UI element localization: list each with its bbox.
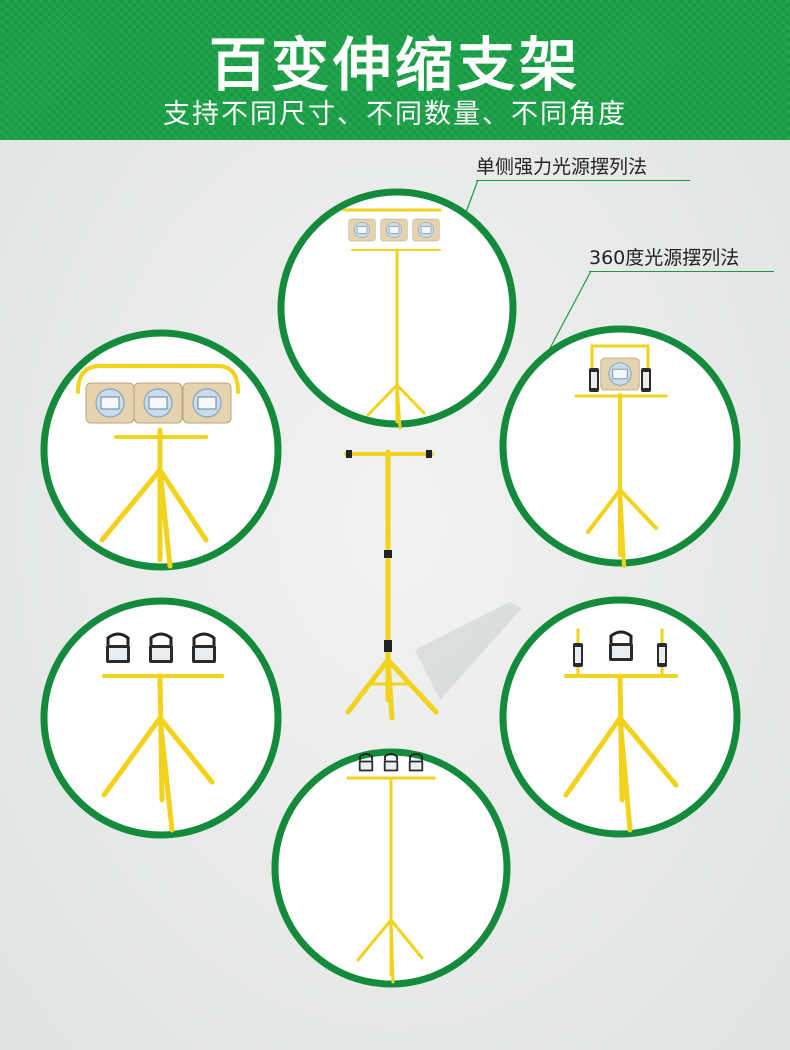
floodlight-stand-right-sides — [499, 596, 741, 838]
callout-three-sixty: 360度光源摆列法 — [589, 247, 740, 269]
floodlight-stand-left-large — [40, 329, 282, 571]
empty-stand-joints — [346, 450, 432, 652]
floodlight-stand-right-360 — [499, 325, 741, 568]
callout-underline-b — [589, 271, 774, 272]
page-subtitle: 支持不同尺寸、不同数量、不同角度 — [163, 99, 627, 130]
empty-tripod-stand — [344, 449, 439, 721]
callout-pointer-a — [464, 179, 479, 216]
header-banner: 百变伸缩支架 支持不同尺寸、不同数量、不同角度 — [0, 0, 790, 140]
callout-underline-a — [476, 180, 690, 181]
floodlight-stand-bottom — [271, 748, 511, 988]
stand-shadow — [415, 602, 522, 700]
floodlight-stand-top — [277, 188, 517, 430]
callout-pointer-b — [547, 270, 592, 353]
callout-single-side: 单侧强力光源摆列法 — [476, 156, 648, 178]
page-title: 百变伸缩支架 — [208, 31, 581, 99]
floodlight-stand-left-small — [40, 597, 282, 839]
